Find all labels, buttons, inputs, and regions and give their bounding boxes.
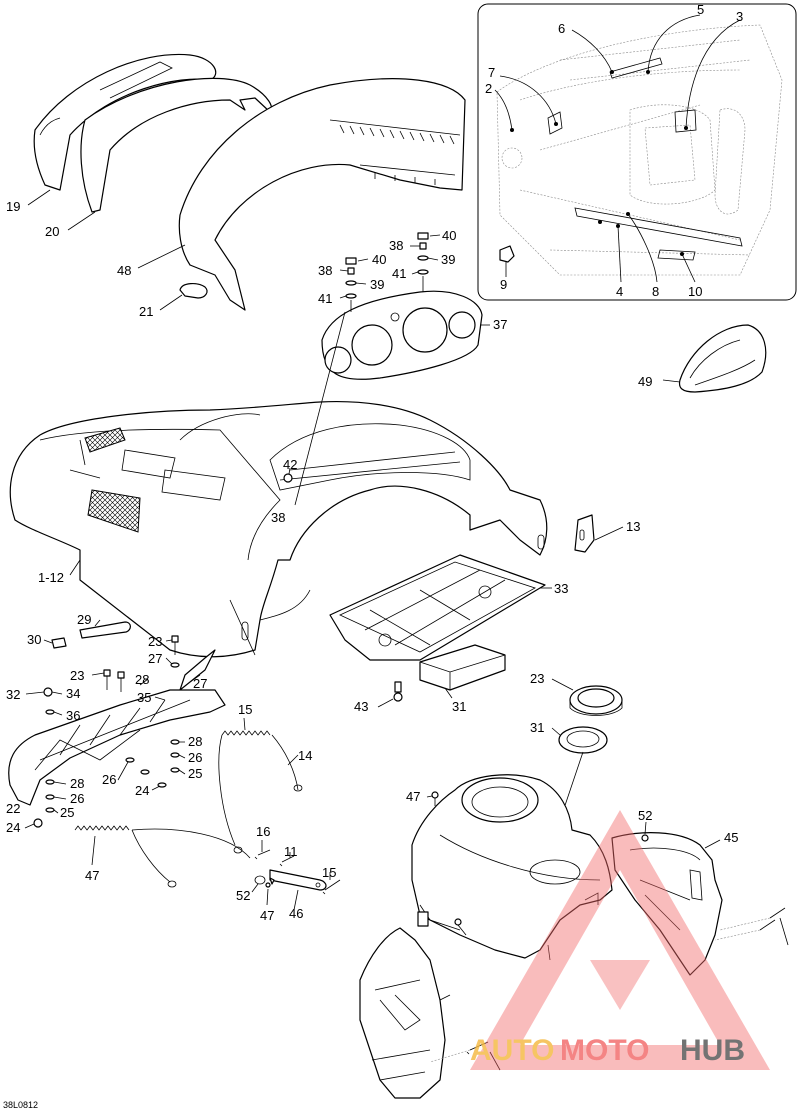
callout-4: 4: [616, 284, 623, 299]
callout-25-right: 25: [188, 766, 202, 781]
callout-28-right: 28: [188, 734, 202, 749]
part-49-group: 49: [638, 324, 767, 393]
callout-13: 13: [626, 519, 640, 534]
callout-26-mid: 26: [102, 772, 116, 787]
callout-2: 2: [485, 81, 492, 96]
callout-29: 29: [77, 612, 91, 627]
lower-console-46: 47: [406, 774, 613, 961]
callout-19: 19: [6, 199, 20, 214]
callout-27-top: 27: [148, 651, 162, 666]
callout-48: 48: [117, 263, 131, 278]
watermark-text-auto: AUTO: [470, 1034, 554, 1067]
callout-31-left: 32: [6, 687, 20, 702]
callout-28-top: 28: [135, 672, 149, 687]
callout-5: 5: [697, 2, 704, 17]
springs-cables: 15 14 47: [74, 702, 312, 888]
parts-32-34: 43 31: [354, 644, 506, 714]
watermark-text-hub: HUB: [680, 1034, 745, 1067]
callout-35: 23: [530, 671, 544, 686]
callout-23-mid: 23: [70, 668, 84, 683]
callout-30: 30: [27, 632, 41, 647]
callout-41-left: 41: [318, 291, 332, 306]
callout-21: 21: [139, 304, 153, 319]
callout-15-bottom: 47: [85, 868, 99, 883]
top-left-panels: 19 20 48 21: [6, 53, 466, 319]
callout-25-left: 25: [60, 805, 74, 820]
watermark-text-moto: MOTO: [560, 1034, 649, 1067]
callout-24-left: 24: [6, 820, 20, 835]
callout-39-left: 39: [370, 277, 384, 292]
callout-26-left: 26: [70, 791, 84, 806]
callout-3: 3: [736, 9, 743, 24]
callout-40-right: 40: [442, 228, 456, 243]
callout-24-mid: 24: [135, 783, 149, 798]
side-panel-44: [359, 927, 501, 1099]
callout-11: 46: [289, 906, 303, 921]
inset-callout-labels: 6 5 3 7 2 9 4 8 10: [485, 2, 743, 299]
callout-34: 31: [452, 699, 466, 714]
callout-45: 45: [724, 830, 738, 845]
callout-37: 37: [493, 317, 507, 332]
callout-8: 8: [652, 284, 659, 299]
callout-42: 42: [283, 457, 297, 472]
drawing-code: 38L0812: [3, 1100, 38, 1110]
callout-33: 33: [554, 581, 568, 596]
callout-38-left: 38: [318, 263, 332, 278]
callout-14: 14: [298, 748, 312, 763]
callout-23-top: 23: [148, 634, 162, 649]
watermark-triangle-logo: [470, 810, 770, 1070]
callout-49: 49: [638, 374, 652, 389]
part-13-group: 13: [574, 514, 640, 553]
callout-26-right: 26: [188, 750, 202, 765]
callout-31-mid: 35: [137, 690, 151, 705]
callout-27-left: 36: [66, 708, 80, 723]
latch-parts: 16 11 15 52 47 46: [236, 824, 341, 923]
callout-47-top: 47: [406, 789, 420, 804]
callout-40-left: 40: [372, 252, 386, 267]
callout-28-left: 28: [70, 776, 84, 791]
callout-20: 20: [45, 224, 59, 239]
callout-38-right: 38: [389, 238, 403, 253]
callout-43: 27: [193, 676, 207, 691]
callout-39-right: 39: [441, 252, 455, 267]
callout-41-right: 41: [392, 266, 406, 281]
callout-22: 22: [6, 801, 20, 816]
callout-36: 31: [530, 720, 544, 735]
parts-35-36-rings: 23 31: [530, 671, 623, 851]
left-bracket-assembly: 29 30: [6, 612, 226, 835]
callout-6: 6: [558, 21, 565, 36]
callout-17: 52: [236, 888, 250, 903]
callout-1-12: 1-12: [38, 570, 64, 585]
callout-12-right: 15: [322, 865, 336, 880]
callout-9: 9: [500, 277, 507, 292]
callout-32: 43: [354, 699, 368, 714]
callout-23-left: 34: [66, 686, 80, 701]
side-panel-45: 52 45: [611, 808, 789, 976]
callout-38-lower: 38: [271, 510, 285, 525]
callout-7: 7: [488, 65, 495, 80]
main-hood: 42 38 1-12: [9, 311, 548, 658]
callout-16: 47: [260, 908, 274, 923]
gauge-bezel-group: 40 38 39 41 40 38 39 41 37: [318, 228, 507, 380]
callout-52-top: 52: [638, 808, 652, 823]
callout-10: 10: [688, 284, 702, 299]
callout-15-top: 15: [238, 702, 252, 717]
part-33-tray: 33: [329, 554, 568, 661]
detail-inset: 6 5 3 7 2 9 4 8 10: [477, 2, 797, 301]
callout-18: 16: [256, 824, 270, 839]
callout-12-left: 11: [284, 844, 298, 859]
automotohub-watermark: AUTO MOTO HUB: [470, 810, 770, 1070]
